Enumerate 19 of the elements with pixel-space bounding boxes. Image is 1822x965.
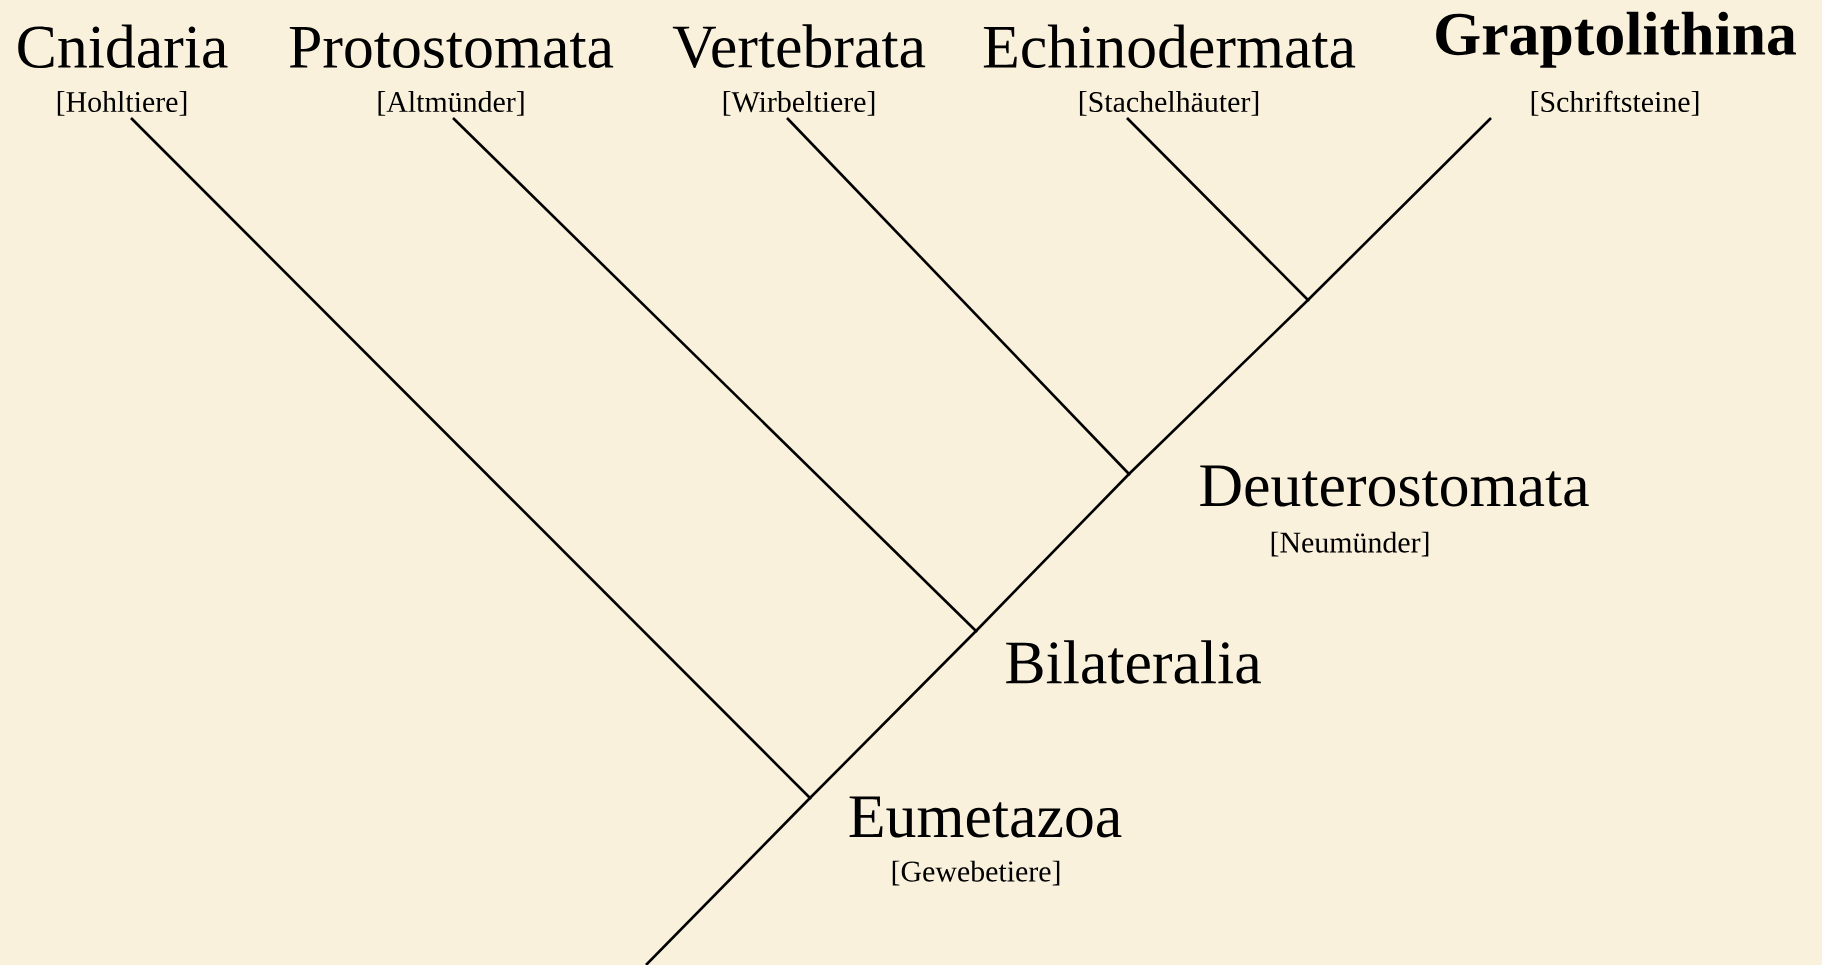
taxon-label: Graptolithina [Schriftsteine] — [1436, 11, 1796, 116]
branch-line — [452, 117, 977, 632]
branch-line — [786, 117, 1130, 475]
common-name-label: [Gewebetiere] — [892, 860, 1060, 886]
taxon-label: Vertebrata [Wirbeltiere] — [672, 24, 926, 116]
taxon-label: Cnidaria [Hohltiere] — [18, 24, 228, 116]
branch-line — [645, 797, 811, 965]
branch-line — [1128, 299, 1309, 475]
taxon-label: Protostomata [Altmünder] — [289, 27, 614, 116]
clade-label: Bilateralia — [1006, 640, 1261, 684]
branch-line — [1126, 117, 1309, 301]
taxon-label: Echinodermata [Stachelhäuter] — [983, 24, 1356, 116]
common-name-label: [Neumünder] — [1271, 531, 1429, 557]
branch-line — [130, 117, 811, 799]
clade-label: Deuterostomata — [1200, 465, 1589, 507]
branch-line — [975, 473, 1130, 632]
branch-line — [1307, 117, 1492, 301]
branch-line — [809, 630, 977, 799]
clade-label: Eumetazoa — [849, 796, 1122, 838]
